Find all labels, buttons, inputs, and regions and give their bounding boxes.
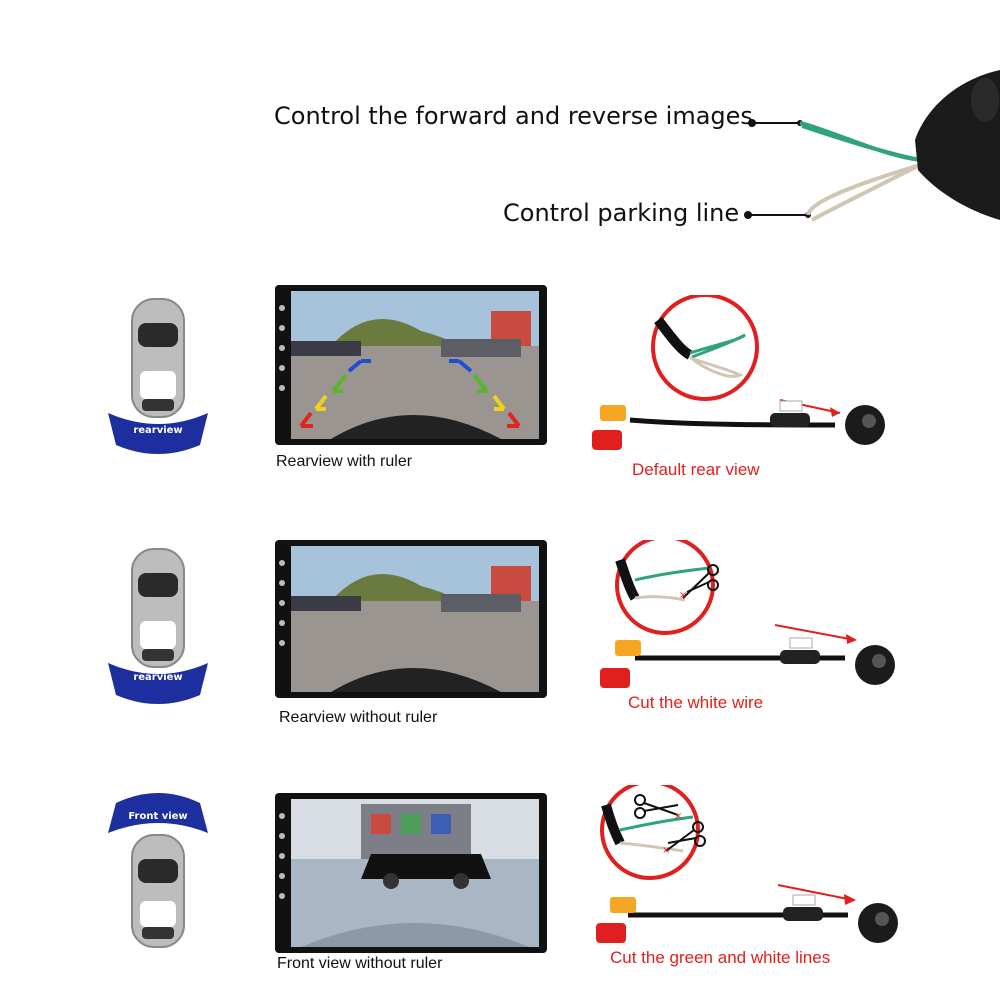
head-unit-screen bbox=[275, 793, 547, 953]
volume-up-icon bbox=[279, 365, 285, 371]
view-fan bbox=[108, 793, 208, 833]
arrow bbox=[777, 884, 854, 901]
row-rearview-no-ruler: rearview Rearview without ruler bbox=[0, 540, 1000, 770]
home-icon bbox=[279, 580, 285, 586]
menu-icon bbox=[279, 560, 285, 566]
red-power-plug bbox=[596, 923, 626, 943]
scissors-icon bbox=[682, 564, 719, 599]
action-caption: Cut the green and white lines bbox=[610, 948, 831, 967]
wire-zoom-circle bbox=[615, 540, 715, 635]
white-wire bbox=[806, 163, 921, 222]
yellow-rca bbox=[610, 897, 636, 913]
wire-zoom-circle bbox=[600, 785, 700, 880]
row-rearview-ruler: rearview bbox=[0, 285, 1000, 515]
volume-up-icon bbox=[279, 873, 285, 879]
red-power-plug bbox=[592, 430, 622, 450]
camera-feed bbox=[291, 291, 539, 439]
car-topview bbox=[108, 793, 208, 948]
back-icon bbox=[279, 600, 285, 606]
fan-label: rearview bbox=[133, 672, 183, 683]
head-unit-screen bbox=[275, 285, 547, 445]
cable-diagram: × × bbox=[596, 785, 898, 943]
parking-ruler bbox=[299, 359, 521, 428]
action-caption: Default rear view bbox=[632, 460, 760, 479]
parking-line-label: Control parking line bbox=[503, 199, 740, 227]
svg-text:×: × bbox=[679, 590, 687, 601]
camera-feed bbox=[291, 799, 539, 947]
svg-text:×: × bbox=[674, 811, 682, 822]
pointer-dot-bottom bbox=[744, 211, 752, 219]
volume-down-icon bbox=[279, 893, 285, 899]
menu-icon bbox=[279, 813, 285, 819]
home-icon bbox=[279, 325, 285, 331]
screen-caption: Rearview without ruler bbox=[279, 709, 438, 726]
action-caption: Cut the white wire bbox=[628, 693, 764, 712]
volume-down-icon bbox=[279, 385, 285, 391]
row-front-view: Front view Front view without ruler bbox=[0, 785, 1000, 1000]
svg-text:×: × bbox=[662, 845, 670, 856]
screen-caption: Front view without ruler bbox=[277, 955, 443, 972]
view-fan bbox=[108, 663, 208, 704]
yellow-rca bbox=[615, 640, 641, 656]
menu-icon bbox=[279, 305, 285, 311]
scissors-icon bbox=[665, 821, 706, 852]
car-topview bbox=[108, 548, 208, 704]
red-power-plug bbox=[600, 668, 630, 688]
cable bbox=[629, 417, 836, 428]
fan-label: rearview bbox=[133, 425, 183, 436]
arrow bbox=[774, 624, 856, 641]
scissors-icon bbox=[634, 794, 679, 819]
screen-caption: Rearview with ruler bbox=[276, 453, 413, 470]
header-wire-diagram bbox=[744, 70, 1000, 222]
home-icon bbox=[279, 833, 285, 839]
back-icon bbox=[279, 853, 285, 859]
volume-up-icon bbox=[279, 620, 285, 626]
yellow-rca bbox=[600, 405, 626, 421]
cable-diagram: × bbox=[600, 540, 895, 688]
green-wire bbox=[799, 121, 921, 162]
head-unit-screen bbox=[275, 540, 547, 698]
cable-diagram bbox=[592, 295, 885, 450]
forward-reverse-label: Control the forward and reverse images bbox=[274, 102, 753, 130]
view-fan bbox=[108, 413, 208, 454]
pointer-dot-top bbox=[748, 119, 756, 127]
back-icon bbox=[279, 345, 285, 351]
volume-down-icon bbox=[279, 640, 285, 646]
car-topview bbox=[108, 298, 208, 454]
fan-label: Front view bbox=[128, 811, 188, 822]
camera-feed bbox=[291, 546, 539, 692]
